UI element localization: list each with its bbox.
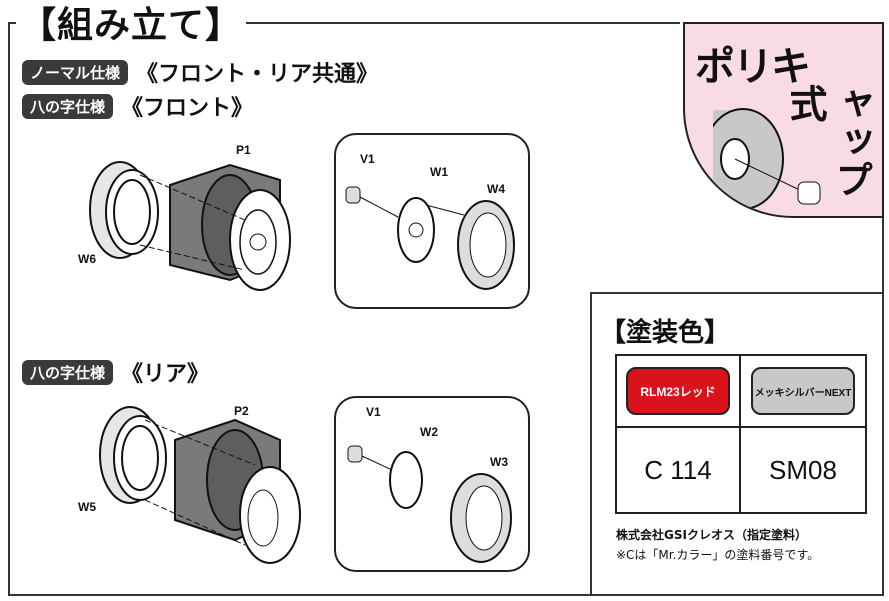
part-label: W6 [78, 252, 96, 266]
part-label: P2 [234, 404, 249, 418]
paint-cell: RLM23レッド [617, 356, 741, 428]
section-heading: 《リア》 [121, 362, 210, 387]
paint-cell: SM08 [741, 428, 865, 512]
paint-table: RLM23レッド メッキシルバーNEXT C 114 SM08 [615, 354, 867, 514]
paint-panel: 【塗装色】 RLM23レッド メッキシルバーNEXT C 114 SM08 株式… [590, 292, 884, 596]
spec-badge: 八の字仕様 [22, 93, 114, 119]
divider [8, 22, 20, 24]
front-callout [334, 133, 530, 309]
part-label: W2 [420, 425, 438, 439]
polycap-title-vertical: ャップ式 [783, 84, 873, 198]
paint-code: C 114 [644, 454, 712, 485]
part-label: V1 [366, 405, 381, 419]
hub-detail [345, 186, 515, 290]
paint-cell: C 114 [617, 428, 741, 512]
paint-cell: メッキシルバーNEXT [741, 356, 865, 428]
rear-callout [334, 396, 530, 572]
paint-maker: 株式会社GSIクレオス（指定塗料） [616, 528, 807, 542]
part-label: P1 [236, 143, 251, 157]
part-label: V1 [360, 152, 375, 166]
paint-note: ※Cは「Mr.カラー」の塗料番号です。 [616, 548, 820, 562]
polycap-icon [713, 108, 821, 210]
paint-chip-red: RLM23レッド [626, 367, 730, 415]
polycap-title: ポリキ [695, 44, 811, 90]
rear-wheel-diagram [99, 406, 301, 564]
part-label: W1 [430, 165, 448, 179]
hub-detail [347, 445, 512, 563]
section-heading: 《フロント》 [121, 96, 254, 121]
assembly-frame [8, 22, 884, 596]
part-label: W3 [490, 455, 508, 469]
polycap-badge: ポリキ ャップ式 [683, 22, 884, 218]
paint-title: 【塗装色】 [600, 318, 731, 348]
spec-row-normal: ノーマル仕様 《フロント・リア共通》 [22, 56, 378, 88]
spec-row-front: 八の字仕様 《フロント》 [22, 90, 253, 122]
part-label: W5 [78, 500, 96, 514]
section-heading: 《フロント・リア共通》 [136, 62, 379, 87]
page-title: 【組み立て】 [16, 0, 247, 48]
divider [205, 22, 680, 24]
paint-chip-silver: メッキシルバーNEXT [751, 367, 855, 415]
spec-badge: 八の字仕様 [22, 359, 114, 385]
part-label: W4 [487, 182, 505, 196]
spec-badge: ノーマル仕様 [22, 59, 129, 85]
paint-code: SM08 [769, 454, 837, 485]
spec-row-rear: 八の字仕様 《リア》 [22, 356, 209, 388]
front-wheel-diagram [89, 161, 291, 291]
